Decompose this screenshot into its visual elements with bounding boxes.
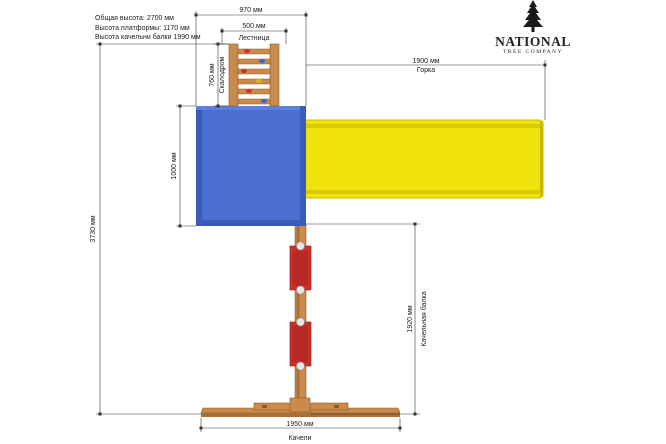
dim-slide-length: 1900 мм xyxy=(412,58,439,65)
slide xyxy=(302,119,544,199)
dim-ladder-width: 500 мм xyxy=(242,23,265,30)
climbing-wall xyxy=(228,43,280,107)
brand-tagline: TREE COMPANY xyxy=(502,49,564,55)
dim-total-length: 3730 мм xyxy=(90,215,97,242)
dim-slide-label: Горка xyxy=(417,67,435,74)
dimension-ticks xyxy=(98,13,547,430)
dim-climber-length: 760 мм xyxy=(209,63,216,86)
brand-name: NATIONAL xyxy=(495,34,571,49)
dimension-lines xyxy=(96,11,546,432)
dim-beam-length: 1920 мм xyxy=(407,305,414,332)
dim-climber-label: Скалодром xyxy=(219,56,226,93)
tree-icon xyxy=(523,0,543,32)
dim-swing-width: 1950 мм xyxy=(286,421,313,428)
dim-swing-label: Качели xyxy=(288,435,311,442)
spec-list: Общая высота: 2700 мм Высота платформы: … xyxy=(95,14,201,43)
spec-platform-height: Высота платформы: 1170 мм xyxy=(95,24,190,32)
platform xyxy=(196,106,306,226)
brand-logo: NATIONAL TREE COMPANY xyxy=(487,0,579,55)
swing-frame-base xyxy=(200,397,401,417)
dim-platform-depth: 1000 мм xyxy=(171,152,178,179)
dim-beam-label: Качельная балка xyxy=(420,291,428,346)
dim-overall-width: 970 мм xyxy=(239,7,262,14)
swing-beam xyxy=(289,223,312,415)
dim-ladder-label: Лестница xyxy=(239,35,270,42)
spec-total-height: Общая высота: 2700 мм xyxy=(95,15,174,22)
spec-swing-beam-height: Высота качельни балки 1990 мм xyxy=(95,34,201,41)
